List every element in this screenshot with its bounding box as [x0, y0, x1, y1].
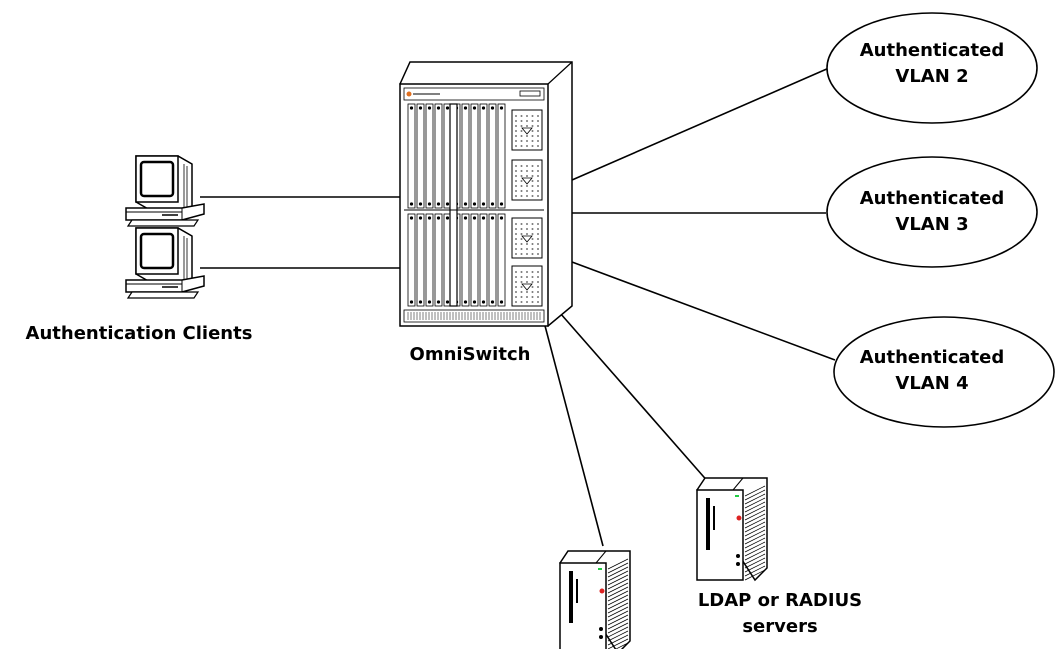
link-vlan-4 — [571, 261, 836, 361]
vlan-4-ellipse — [833, 316, 1055, 428]
vlan-3-line2: VLAN 3 — [895, 214, 969, 235]
servers-label-line2: servers — [742, 616, 818, 637]
link-server-2 — [552, 304, 711, 485]
server-icon — [696, 477, 768, 582]
omniswitch-chassis-icon — [399, 61, 573, 328]
computer-icon — [125, 227, 205, 299]
connections — [200, 67, 836, 547]
vlan-4-label: Authenticated VLAN 4 — [837, 345, 1027, 397]
vlan-2-line2: VLAN 2 — [895, 66, 969, 87]
vlan-3-label: Authenticated VLAN 3 — [837, 186, 1027, 238]
computer-icon — [125, 155, 205, 227]
vlan-3-line1: Authenticated — [859, 188, 1005, 209]
link-server-1 — [543, 321, 604, 547]
vlan-2-ellipse — [826, 12, 1038, 124]
clients-label: Authentication Clients — [25, 323, 253, 344]
vlan-4-line2: VLAN 4 — [895, 373, 969, 394]
vlan-3-ellipse — [826, 156, 1038, 268]
switch-label: OmniSwitch — [409, 344, 531, 365]
servers-label-line1: LDAP or RADIUS — [697, 590, 863, 611]
vlan-2-line1: Authenticated — [859, 40, 1005, 61]
vlan-2-label: Authenticated VLAN 2 — [837, 38, 1027, 90]
link-vlan-2 — [571, 67, 830, 181]
vlan-clouds — [826, 12, 1055, 428]
vlan-4-line1: Authenticated — [859, 347, 1005, 368]
server-icon — [559, 550, 631, 649]
